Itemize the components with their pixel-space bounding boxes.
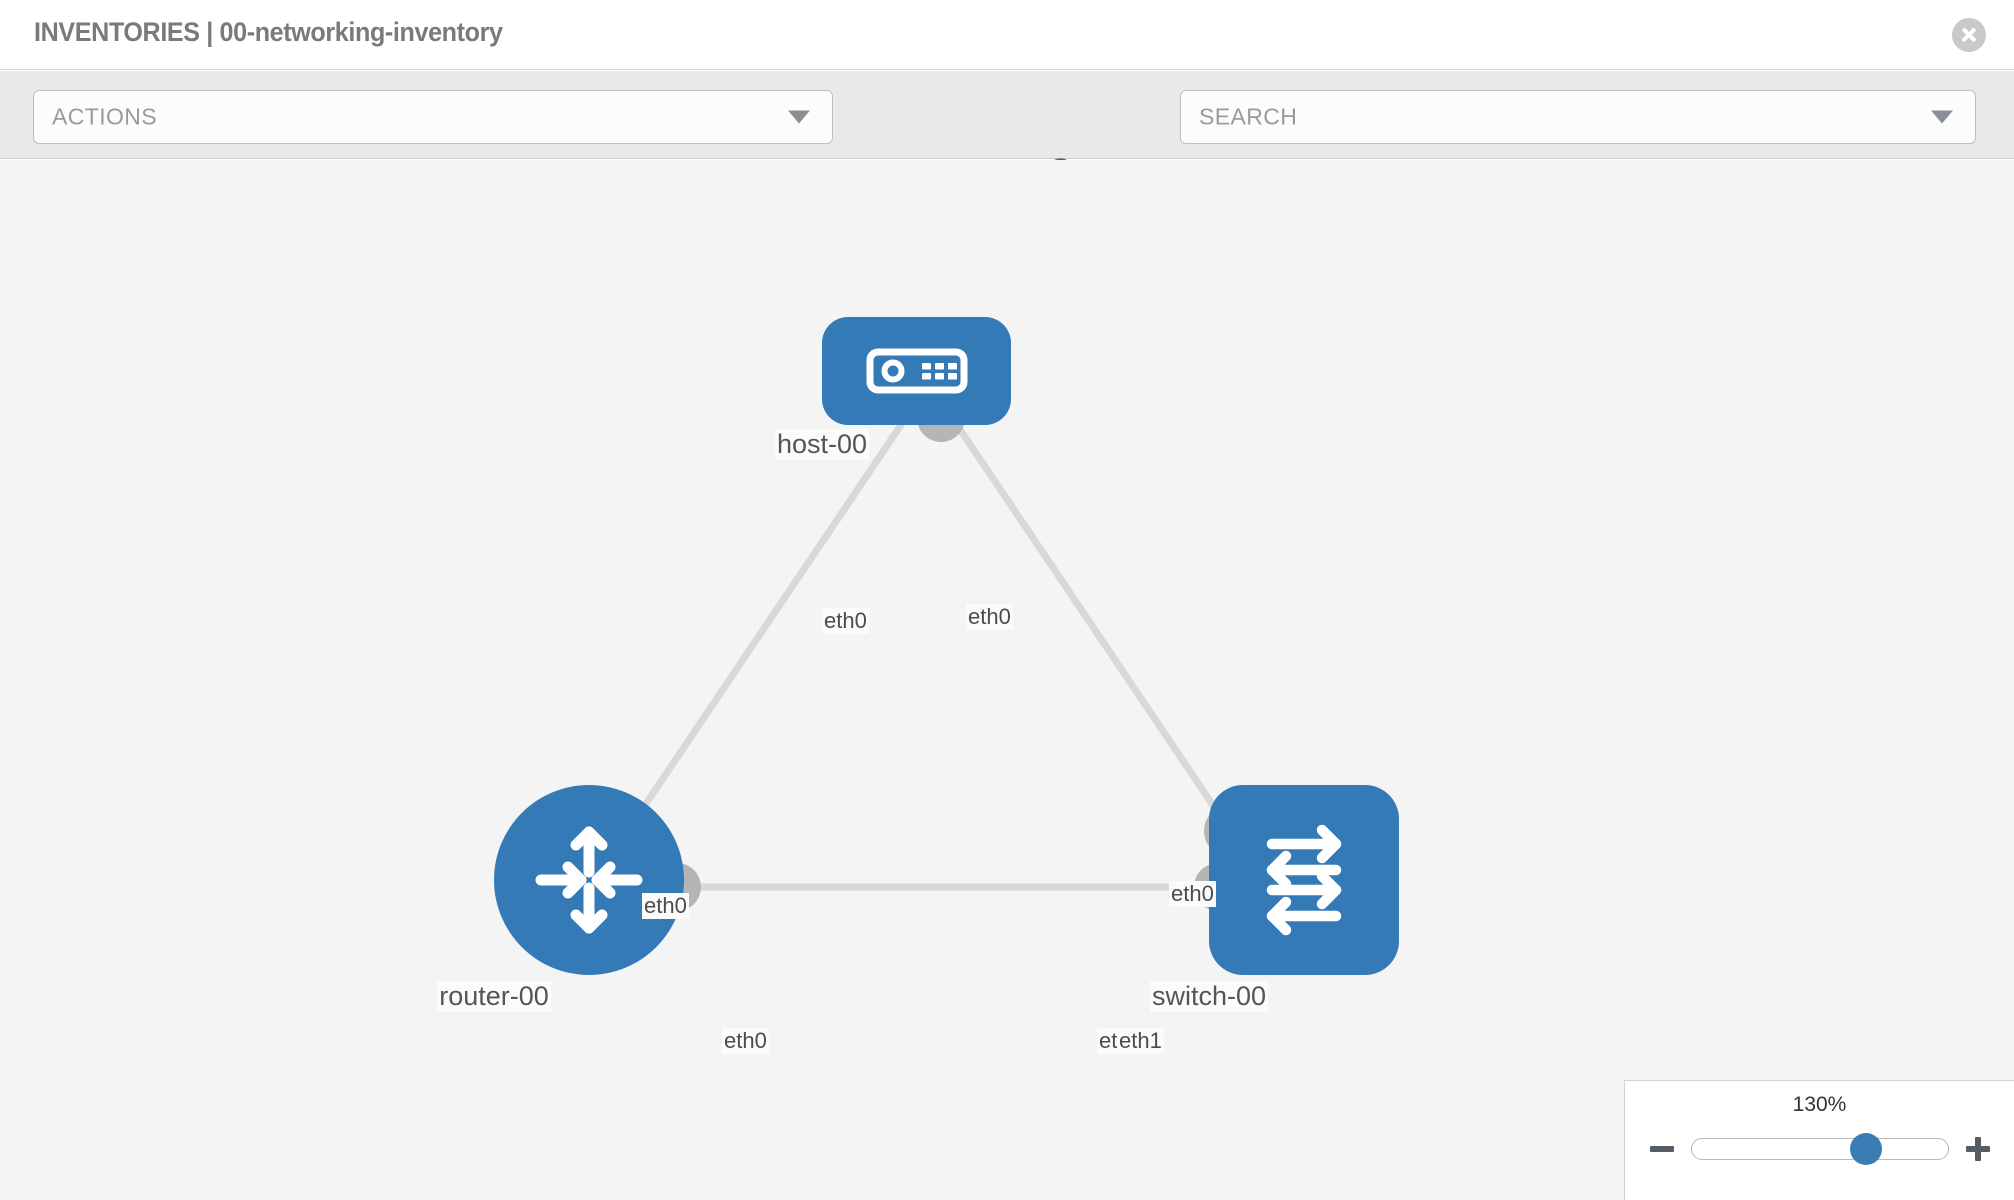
iface-label-host-left: eth0 — [822, 608, 869, 634]
iface-label-router-right: eth0 — [722, 1028, 769, 1054]
iface-label-switch-up: eth0 — [1169, 881, 1216, 907]
iface-label-host-right: eth0 — [966, 604, 1013, 630]
toolbar: ACTIONS SEARCH — [0, 71, 2014, 195]
page-title: INVENTORIES | 00-networking-inventory — [34, 17, 503, 47]
close-icon[interactable] — [1952, 18, 1986, 52]
iface-label-router-up: eth0 — [642, 893, 689, 919]
topology-links — [597, 394, 1256, 911]
zoom-slider-row — [1625, 1129, 2014, 1169]
server-icon — [866, 348, 967, 394]
switch-node-shape[interactable] — [1209, 785, 1399, 975]
node-label-host-00: host-00 — [774, 429, 870, 460]
zoom-slider-thumb[interactable] — [1849, 1133, 1882, 1165]
actions-dropdown-label: ACTIONS — [52, 103, 158, 130]
chevron-down-icon — [788, 110, 810, 124]
node-label-switch-00: switch-00 — [1149, 981, 1269, 1012]
node-label-router-00: router-00 — [437, 981, 551, 1012]
page-header: INVENTORIES | 00-networking-inventory — [0, 0, 2014, 70]
zoom-slider-track[interactable] — [1690, 1133, 1949, 1165]
zoom-out-button[interactable] — [1647, 1134, 1677, 1164]
router-node-shape[interactable] — [494, 785, 684, 975]
router-arrows-icon — [535, 826, 643, 934]
zoom-level-value: 130% — [1792, 1093, 1847, 1116]
zoom-in-button[interactable] — [1963, 1134, 1993, 1164]
link-host-router — [597, 420, 906, 874]
host-node-shape[interactable] — [822, 317, 1011, 425]
link-host-switch — [952, 420, 1246, 852]
switch-arrows-icon — [1266, 824, 1342, 936]
zoom-control-panel: 130% — [1624, 1080, 2014, 1200]
iface-label-switch-left: eth1 — [1117, 1028, 1164, 1054]
actions-dropdown[interactable]: ACTIONS — [33, 90, 833, 144]
chevron-down-icon — [1931, 110, 1953, 124]
search-placeholder: SEARCH — [1199, 103, 1298, 130]
topology-canvas[interactable]: host-00 — [0, 160, 2014, 1200]
search-input[interactable]: SEARCH — [1180, 90, 1976, 144]
